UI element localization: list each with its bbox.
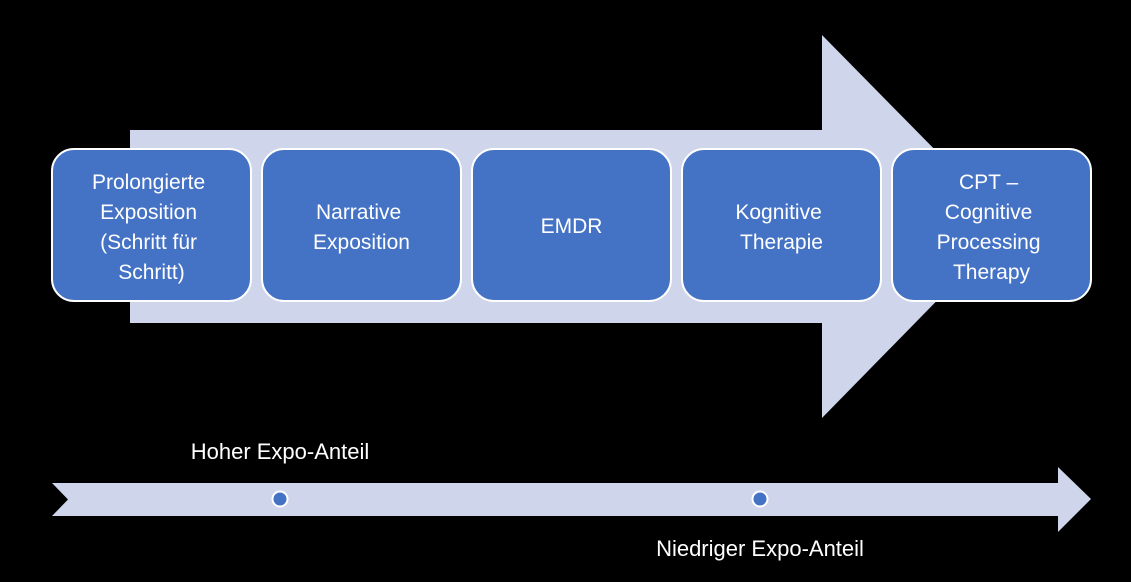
scale-marker-low [751, 490, 769, 508]
step-box-2-label: Narrative Exposition [313, 201, 410, 254]
step-box-1-shape [51, 148, 252, 302]
step-4-line-1: Kognitive [735, 201, 821, 224]
step-box-1: Prolongierte Exposition (Schritt für Sch… [51, 148, 252, 302]
step-2-line-2: Exposition [313, 231, 410, 254]
step-3-line-1: EMDR [541, 215, 603, 238]
step-5-line-4: Therapy [953, 261, 1031, 284]
high-exposure-label: Hoher Expo-Anteil [191, 439, 370, 464]
step-box-4: Kognitive Therapie [681, 148, 882, 302]
step-box-4-label: Kognitive Therapie [735, 201, 827, 254]
step-box-4-shape [681, 148, 882, 302]
exposure-scale-arrow [52, 467, 1091, 532]
step-box-3-shape [471, 148, 672, 302]
step-1-line-1: Prolongierte [92, 171, 205, 194]
step-box-5: CPT – Cognitive Processing Therapy [891, 148, 1092, 302]
step-box-2-shape [261, 148, 462, 302]
low-exposure-label: Niedriger Expo-Anteil [656, 536, 864, 561]
step-5-line-1: CPT – [959, 171, 1018, 194]
step-box-2: Narrative Exposition [261, 148, 462, 302]
step-1-line-3: (Schritt für [100, 231, 197, 254]
step-box-5-label: CPT – Cognitive Processing Therapy [937, 171, 1047, 284]
step-4-line-2: Therapie [740, 231, 823, 254]
step-box-1-label: Prolongierte Exposition (Schritt für Sch… [92, 171, 211, 284]
scale-marker-high [271, 490, 289, 508]
step-1-line-2: Exposition [100, 201, 197, 224]
step-5-line-2: Cognitive [945, 201, 1033, 224]
step-5-line-3: Processing [937, 231, 1041, 254]
step-box-5-shape [891, 148, 1092, 302]
step-1-line-4: Schritt) [118, 261, 185, 284]
step-box-3: EMDR [471, 148, 672, 302]
step-2-line-1: Narrative [316, 201, 401, 224]
step-box-3-label: EMDR [541, 215, 603, 238]
